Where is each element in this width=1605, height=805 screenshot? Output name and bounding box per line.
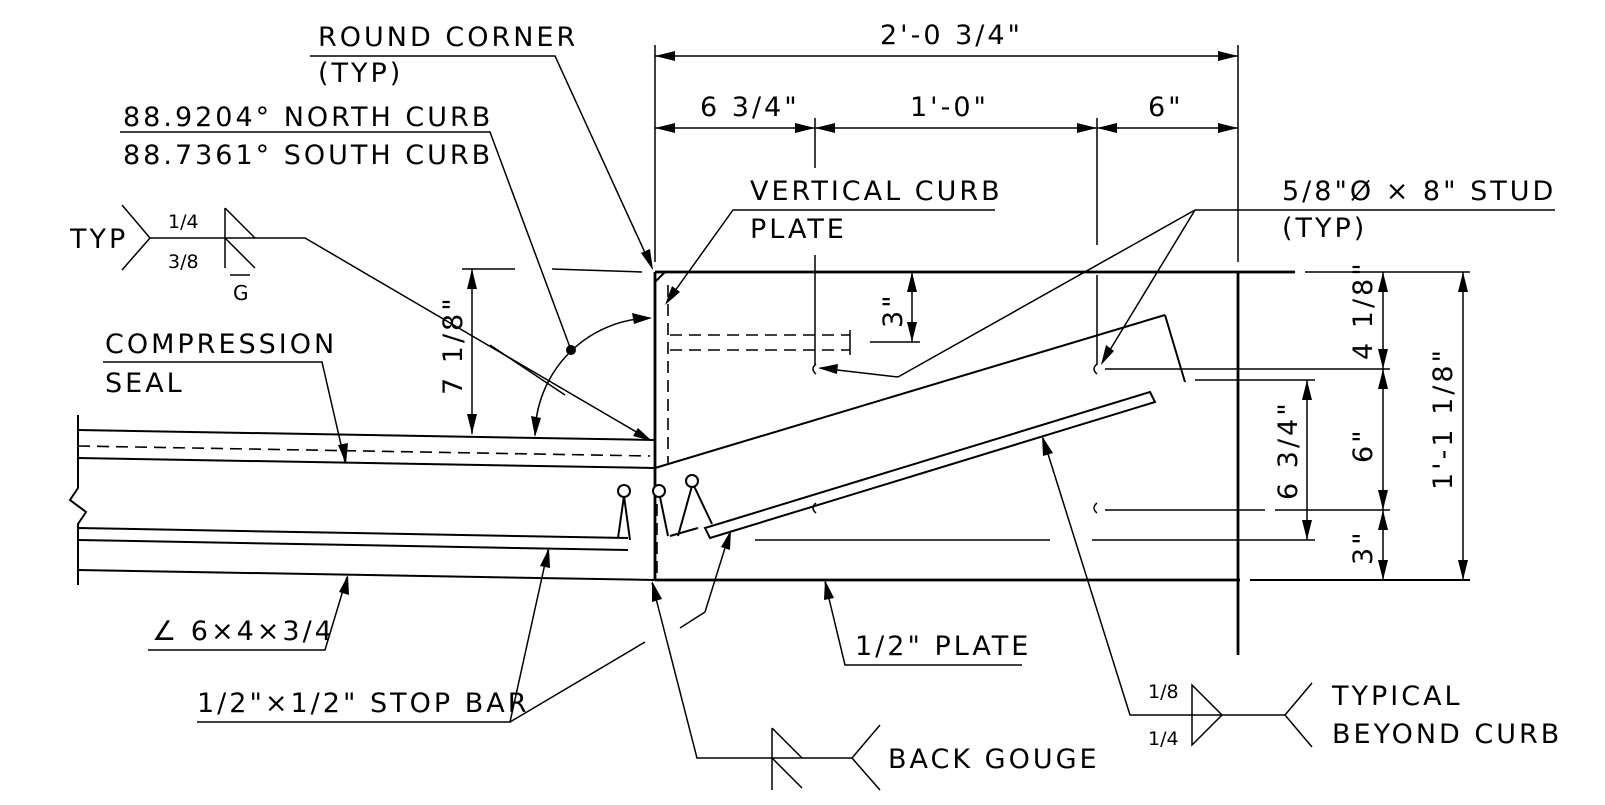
stud-marker-3: [812, 502, 817, 514]
label-stop-bar: 1/2"×1/2" STOP BAR: [197, 688, 529, 719]
dim-right-overall: 1'-1 1/8": [1428, 347, 1459, 490]
dim-right-middle: 6": [1348, 427, 1379, 463]
label-typical-2: BEYOND CURB: [1332, 719, 1562, 750]
stud-marker-1: [812, 363, 817, 375]
sloped-lower-plate: [703, 390, 1157, 540]
break-line: [68, 415, 88, 585]
stud-marker-2: [1093, 363, 1098, 375]
label-compression-1: COMPRESSION: [105, 329, 337, 360]
angle-arc: [534, 317, 651, 436]
slab-stop-bar-edge: [77, 539, 629, 551]
structure: [68, 270, 1470, 655]
dimensions: [462, 45, 1470, 580]
label-stud-1: 5/8"Ø × 8" STUD: [1282, 176, 1556, 207]
label-vcp-2: PLATE: [750, 214, 847, 245]
dim-right-segment: 6": [1148, 92, 1184, 123]
slab-second-edge: [77, 457, 656, 469]
label-weld-typ: TYP: [69, 224, 128, 255]
slab-top-edge: [77, 429, 656, 441]
dim-right-inner: 6 3/4": [1273, 400, 1304, 500]
dim-right-bottom: 3": [1348, 529, 1379, 565]
dim-right-top: 4 1/8": [1348, 260, 1379, 360]
label-weld-beyond-top: 1/8: [1148, 681, 1179, 703]
label-stud-2: (TYP): [1282, 213, 1367, 244]
slab-angle-edge: [77, 527, 629, 539]
label-weld-beyond-bottom: 1/4: [1148, 728, 1179, 750]
annotations: ROUND CORNER (TYP) 88.9204° NORTH CURB 8…: [69, 20, 1562, 775]
stop-bar-3: [669, 474, 713, 537]
round-corner-edge: [654, 271, 666, 283]
label-weld-top: 1/4: [168, 211, 199, 233]
weld-symbol-back-gouge: [771, 724, 881, 791]
slab-bottom-edge: [77, 569, 656, 581]
label-weld-bottom: 3/8: [168, 251, 199, 273]
dim-overall-width: 2'-0 3/4": [880, 20, 1023, 51]
stop-bar-1: [617, 484, 631, 541]
label-vcp-1: VERTICAL CURB: [750, 176, 1003, 207]
sloped-top-plate: [654, 314, 1166, 469]
dim-middle-segment: 1'-0": [910, 92, 989, 123]
label-angle-north: 88.9204° NORTH CURB: [123, 102, 493, 133]
compression-seal-line: [77, 445, 651, 457]
stud-marker-4: [1093, 502, 1098, 514]
label-compression-2: SEAL: [105, 368, 185, 399]
label-round-corner-typ: (TYP): [318, 58, 403, 89]
leaders: [103, 55, 1555, 759]
label-half-plate: 1/2" PLATE: [855, 631, 1031, 662]
label-angle-section: ∠ 6×4×3/4: [152, 616, 335, 647]
label-back-gouge: BACK GOUGE: [888, 744, 1100, 775]
dim-left-segment: 6 3/4": [700, 92, 800, 123]
weld-symbol-typ: [121, 204, 256, 276]
stop-bar-2: [652, 484, 669, 537]
dim-depth-left: 7 1/8": [438, 295, 469, 395]
label-round-corner: ROUND CORNER: [318, 22, 578, 53]
dim-inner-three: 3": [878, 292, 909, 328]
label-typical-1: TYPICAL: [1331, 681, 1463, 712]
label-angle-south: 88.7361° SOUTH CURB: [123, 140, 493, 171]
label-weld-g: G: [233, 281, 249, 305]
weld-symbol-beyond: [1191, 682, 1313, 748]
sloped-plate-end: [1164, 314, 1186, 383]
